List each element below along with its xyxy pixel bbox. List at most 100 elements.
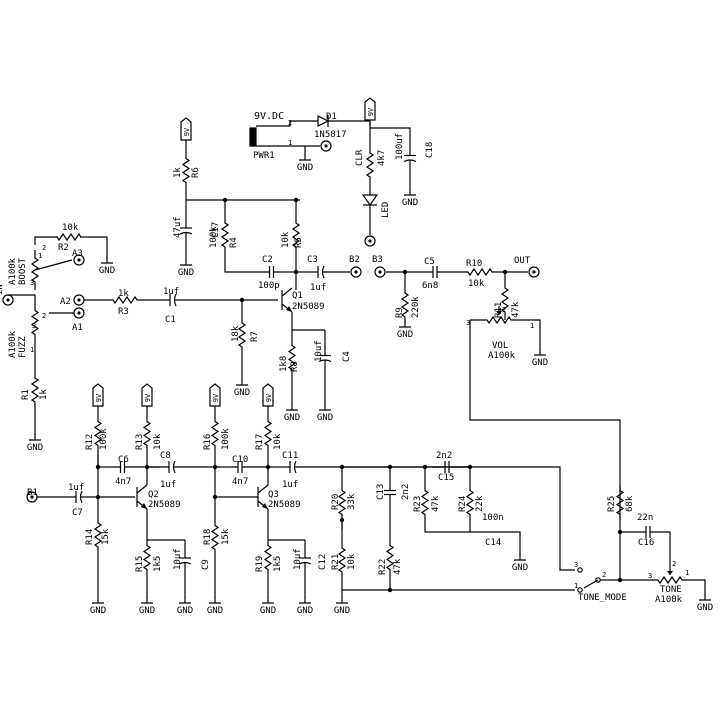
supply-9v-symbol xyxy=(141,383,153,412)
c16-ref: C16 xyxy=(638,538,654,548)
jack-pin-2: 2 xyxy=(288,119,292,127)
resistor xyxy=(30,300,40,345)
gnd-label: GND xyxy=(334,606,350,616)
c17-ref: C17 xyxy=(211,222,221,238)
rail-label: 9V xyxy=(265,393,273,402)
resistor xyxy=(30,250,40,290)
ground-symbol xyxy=(101,257,113,264)
c2-ref: C2 xyxy=(262,255,273,265)
switch-pin-1 xyxy=(577,587,583,593)
ground-symbol xyxy=(92,597,104,604)
wire xyxy=(342,466,575,571)
capacitor xyxy=(403,130,417,185)
r4-val: 100k xyxy=(209,226,219,248)
resistor xyxy=(385,540,395,575)
emitter-arrow xyxy=(262,503,268,509)
junction-dot xyxy=(617,529,623,535)
resistor xyxy=(210,520,220,555)
tone-p3: 3 xyxy=(648,572,652,580)
transistor-q2 xyxy=(136,484,148,510)
r15-val: 1k5 xyxy=(153,556,163,572)
r15-ref: R15 xyxy=(135,556,145,572)
transistor-q3 xyxy=(257,484,269,510)
r21-val: 10k xyxy=(347,553,357,570)
c14-val: 100n xyxy=(482,513,504,523)
boost-p1: 1 xyxy=(38,252,42,260)
junction-dot xyxy=(339,464,345,470)
c18-val: 100uf xyxy=(395,133,405,160)
gnd-label: GND xyxy=(260,606,276,616)
capacitor-plate xyxy=(318,359,332,363)
ground-bar xyxy=(101,257,113,264)
resistor xyxy=(291,215,301,255)
c11-ref: C11 xyxy=(282,451,298,461)
capacitor xyxy=(425,266,445,278)
resistor xyxy=(30,370,40,410)
resistor xyxy=(220,215,230,255)
r7-ref: R7 xyxy=(250,331,260,342)
c10-val: 4n7 xyxy=(232,477,248,487)
capacitor-plate xyxy=(293,460,297,474)
rail-label: 9V xyxy=(367,107,375,116)
out-jack xyxy=(528,266,540,278)
fuzz-p2: 2 xyxy=(42,312,46,320)
wire xyxy=(424,520,470,533)
gnd-label: GND xyxy=(317,413,333,423)
junction-dot xyxy=(387,464,393,470)
jack-ground-pin-pin xyxy=(324,144,328,148)
c16-val: 22n xyxy=(637,513,653,523)
ground-symbol xyxy=(180,259,192,266)
r18-ref: R18 xyxy=(203,529,213,545)
c9-ref: C9 xyxy=(201,559,211,570)
r18-val: 15k xyxy=(221,528,231,545)
ground-bar xyxy=(236,379,248,386)
c3-val: 1uf xyxy=(310,283,326,293)
ground-symbol xyxy=(336,597,348,604)
capacitor xyxy=(160,460,182,474)
r12-ref: R12 xyxy=(85,434,95,450)
c14-ref: C14 xyxy=(485,538,501,548)
capacitor xyxy=(70,490,86,504)
wires xyxy=(8,120,706,598)
fuzz-name: FUZZ xyxy=(18,336,28,358)
gnd-label: GND xyxy=(297,163,313,173)
rail-label: 9V xyxy=(144,393,152,402)
a1-label: A1 xyxy=(72,323,83,333)
ground-bar xyxy=(514,554,526,561)
boost-p3: 3 xyxy=(30,279,34,287)
resistor xyxy=(400,290,410,320)
b2-test-point-pin xyxy=(354,270,358,274)
c2-val: 100p xyxy=(258,281,280,291)
out-label: OUT xyxy=(514,256,531,266)
r16-val: 100k xyxy=(221,428,231,450)
tone-val: A100k xyxy=(655,595,683,605)
switch-lever xyxy=(583,579,599,589)
c17-val: 47uf xyxy=(173,216,183,238)
wire xyxy=(34,259,73,271)
vol-name: VOL xyxy=(492,341,508,351)
supply-flag xyxy=(262,383,274,407)
gnd-label: GND xyxy=(397,330,413,340)
ground-symbol xyxy=(209,597,221,604)
capacitor-plate xyxy=(178,561,192,565)
ground-bar xyxy=(319,404,331,411)
r2-ref: R2 xyxy=(58,243,69,253)
b1-test-point xyxy=(26,491,38,503)
gnd-label: GND xyxy=(234,388,250,398)
c1-ref: C1 xyxy=(165,315,176,325)
r11-ref: R11 xyxy=(494,302,504,318)
rail-label: 9V xyxy=(183,127,191,136)
capacitor-plate xyxy=(172,460,176,474)
junction-dot xyxy=(265,464,271,470)
emitter-arrow xyxy=(141,503,147,509)
r21-ref: R21 xyxy=(331,554,341,570)
gnd-label: GND xyxy=(532,358,548,368)
resistor xyxy=(500,285,510,315)
r10-val: 10k xyxy=(468,279,485,289)
r1-ref: R1 xyxy=(21,389,31,400)
in-label: IN xyxy=(0,284,5,295)
diode-d1 xyxy=(317,115,330,127)
d1-ref: D1 xyxy=(326,112,337,122)
resistor xyxy=(365,140,375,190)
ground-bar xyxy=(141,597,153,604)
